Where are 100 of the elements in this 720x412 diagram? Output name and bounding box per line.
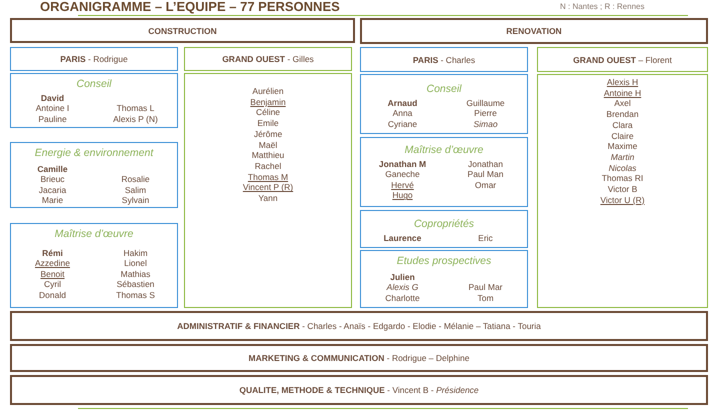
member-name: Jonathan M [378,159,428,170]
member-name: Victor B [606,184,638,195]
member-name: Hervé [390,180,415,190]
team-title: PARIS - Rodrigue [60,54,128,64]
member-name: Benjamin [249,96,287,108]
member-name: Céline [254,107,282,118]
team-header [184,47,352,71]
member-name: Pauline [37,114,68,124]
member-name: Claire [610,130,635,142]
team-header [10,47,178,71]
team-title: Conseil [75,78,113,90]
department-bar [10,344,708,372]
team-title: Maîtrise d’œuvre [54,228,134,240]
team-box [10,73,178,128]
team-header [360,47,528,72]
member-name: Antoine I [34,103,70,114]
member-name: Maxime [606,141,638,152]
member-name: Omar [474,180,498,190]
team-title: Copropriétés [412,218,476,230]
member-name: Aurélien [251,86,285,97]
team-box [360,74,528,134]
member-name: Clara [611,120,634,131]
team-title: GRAND OUEST - Gilles [222,54,314,64]
member-name: Brendan [605,109,640,120]
member-name: Hugo [391,190,414,201]
member-name: Mathias [120,268,152,280]
department-label: QUALITE, METHODE & TECHNIQUE - Vincent B - Présidence [239,385,479,395]
member-name: Emile [256,118,280,129]
page-title: ORGANIGRAMME – L’EQUIPE – 77 PERSONNES [40,0,340,14]
member-name: Jonathan [467,159,504,170]
member-name: Ganeche [384,169,421,180]
member-name: Matthieu [250,150,286,161]
member-name: Vincent P (R) [242,182,294,194]
member-name: Benoit [39,268,66,280]
member-name: Pierre [473,108,498,119]
team-title: GRAND OUEST – Florent [573,54,672,64]
team-title: Energie & environnement [34,147,155,159]
member-name: Alexis H [606,77,640,88]
member-name: Salim [124,184,148,196]
member-name: Azzedine [34,258,71,269]
member-name: Hakim [122,248,149,258]
department-label: ADMINISTRATIF & FINANCIER - Charles - Anaïs - Edgardo - Elodie - Mélanie – Tatiana - Touria [177,321,541,331]
member-name: Sylvain [120,195,150,206]
member-name: Simao [472,118,499,130]
member-name: Thomas RI [600,173,644,184]
team-box [360,250,528,308]
member-name: Alexis G [385,282,420,293]
member-name: Antoine H [602,88,642,98]
team-box [537,74,708,308]
member-name: Maël [258,140,278,150]
team-title: PARIS - Charles [412,54,476,64]
member-name: Martin [610,152,636,163]
member-name: Thomas L [116,103,156,114]
member-name: Eric [477,233,494,244]
member-name: Jérôme [252,128,284,140]
department-label: MARKETING & COMMUNICATION - Rodrigue – Delphine [248,353,470,363]
section-header [10,18,355,43]
member-name: David [40,93,66,104]
member-name: Charlotte [384,292,421,304]
member-name: Rosalie [120,174,151,185]
member-name: Axel [613,98,632,110]
member-name: Victor U (R) [599,194,646,206]
team-title: Etudes prospectives [396,255,492,267]
member-name: Camille [36,164,69,174]
team-title: RENOVATION [506,26,562,36]
team-header [537,47,708,72]
member-name: Paul Man [466,169,504,180]
team-box [184,73,352,308]
member-name: Sébastien [116,279,156,290]
member-name: Alexis P (N) [112,114,159,124]
member-name: Brieuc [39,174,66,185]
member-name: Laurence [382,233,422,244]
team-title: CONSTRUCTION [148,26,217,36]
department-bar [10,375,708,405]
member-name: Rachel [254,160,282,172]
team-box [360,137,528,207]
member-name: Arnaud [386,98,418,108]
member-name: Anna [392,108,414,119]
member-name: Lionel [123,258,148,269]
note: N : Nantes ; R : Rennes [560,2,644,11]
section-header [360,18,708,44]
member-name: Marie [40,195,64,206]
department-bar [10,311,708,341]
team-box [360,210,528,248]
member-name: Cyril [43,279,62,290]
member-name: Donald [38,290,67,300]
team-box [10,223,178,308]
member-name: Guillaume [465,98,506,108]
member-name: Tom [476,292,495,304]
member-name: Rémi [41,248,64,258]
team-title: Maîtrise d’œuvre [404,144,484,156]
team-box [10,142,178,208]
member-name: Thomas S [115,290,156,300]
member-name: Paul Mar [467,282,504,293]
member-name: Cyriane [386,118,418,130]
member-name: Jacaria [38,184,68,196]
member-name: Thomas M [246,172,290,182]
member-name: Julien [389,272,416,282]
member-name: Nicolas [608,162,638,174]
team-title: Conseil [425,83,463,95]
